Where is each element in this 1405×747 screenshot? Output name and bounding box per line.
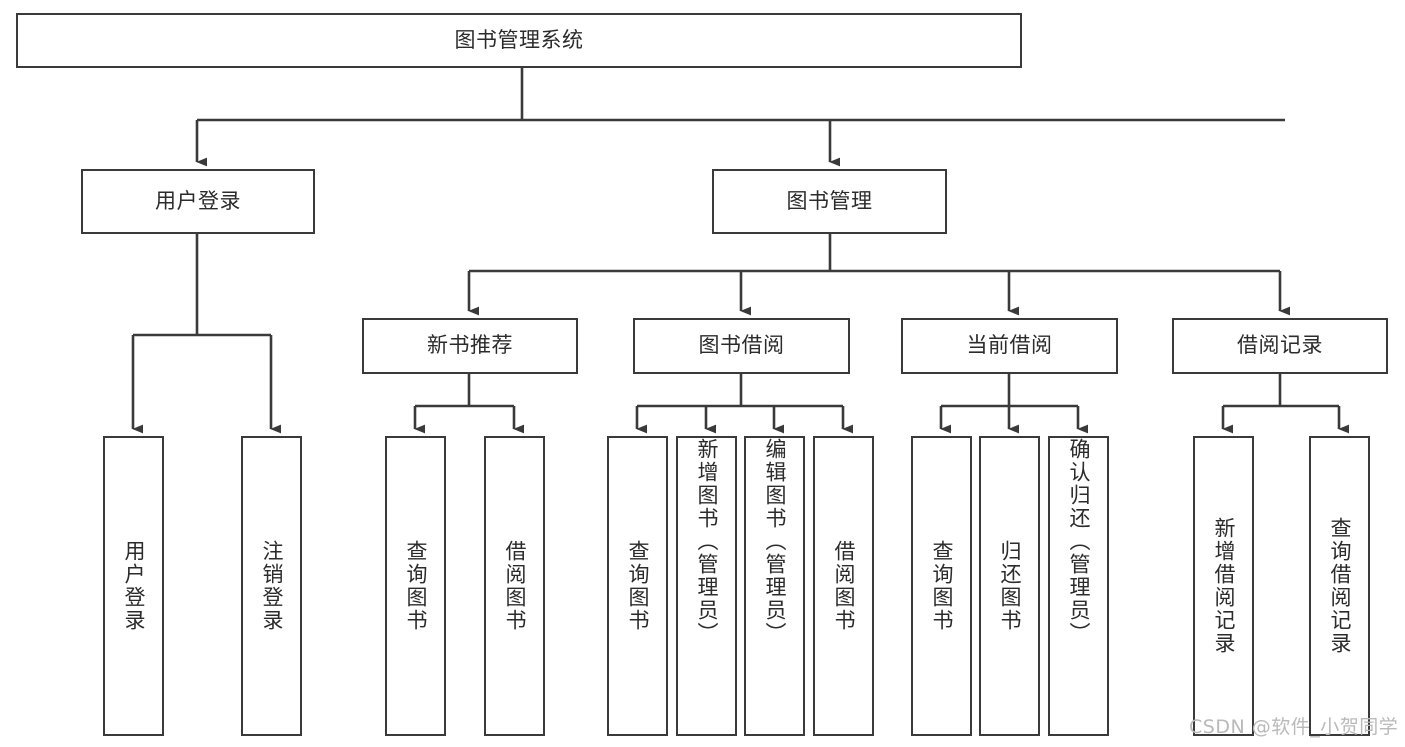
csdn-watermark: CSDN @软件_小贺同学 [1189,716,1399,738]
node-new-book-rec[interactable]: 新书推荐 [362,318,578,374]
node-borrow-record-label: 借阅记录 [1237,333,1323,358]
node-leaf-confirm-return-label: 确认归还（管理员） [1067,438,1091,645]
node-current-borrow[interactable]: 当前借阅 [901,318,1118,374]
node-leaf-confirm-return[interactable]: 确认归还（管理员） [1048,436,1109,736]
node-leaf-return-book[interactable]: 归还图书 [979,436,1040,736]
node-leaf-borrow-book-2[interactable]: 借阅图书 [813,436,874,736]
node-leaf-logout-login[interactable]: 注销登录 [241,436,302,736]
node-root-label: 图书管理系统 [454,27,584,52]
node-leaf-query-record[interactable]: 查询借阅记录 [1309,436,1370,736]
node-leaf-query-record-label: 查询借阅记录 [1328,517,1352,655]
node-leaf-add-book-label: 新增图书（管理员） [695,438,719,645]
node-leaf-add-record-label: 新增借阅记录 [1212,517,1236,655]
node-leaf-query-book-3[interactable]: 查询图书 [911,436,972,736]
node-borrow-record[interactable]: 借阅记录 [1172,318,1388,374]
node-new-book-rec-label: 新书推荐 [427,333,513,358]
node-leaf-query-book-2-label: 查询图书 [626,540,650,632]
node-leaf-logout-login-label: 注销登录 [260,540,284,632]
node-leaf-query-book-3-label: 查询图书 [930,540,954,632]
node-user-login[interactable]: 用户登录 [81,169,315,234]
node-root[interactable]: 图书管理系统 [16,13,1022,68]
node-current-borrow-label: 当前借阅 [966,333,1053,358]
node-leaf-query-book-1-label: 查询图书 [404,540,428,632]
node-book-borrow[interactable]: 图书借阅 [633,318,850,374]
node-leaf-borrow-book-2-label: 借阅图书 [832,540,856,632]
node-leaf-borrow-book-1-label: 借阅图书 [503,540,527,632]
node-leaf-user-login[interactable]: 用户登录 [103,436,164,736]
node-user-login-label: 用户登录 [155,188,241,213]
node-leaf-edit-book[interactable]: 编辑图书（管理员） [744,436,805,736]
node-leaf-borrow-book-1[interactable]: 借阅图书 [484,436,545,736]
node-leaf-user-login-label: 用户登录 [122,540,146,632]
node-leaf-query-book-1[interactable]: 查询图书 [385,436,446,736]
node-leaf-query-book-2[interactable]: 查询图书 [607,436,668,736]
node-leaf-add-record[interactable]: 新增借阅记录 [1193,436,1254,736]
node-book-manage[interactable]: 图书管理 [712,169,947,234]
node-leaf-edit-book-label: 编辑图书（管理员） [763,438,787,645]
node-leaf-return-book-label: 归还图书 [998,540,1022,632]
node-leaf-add-book[interactable]: 新增图书（管理员） [676,436,737,736]
node-book-borrow-label: 图书借阅 [698,333,785,358]
node-book-manage-label: 图书管理 [786,188,873,213]
